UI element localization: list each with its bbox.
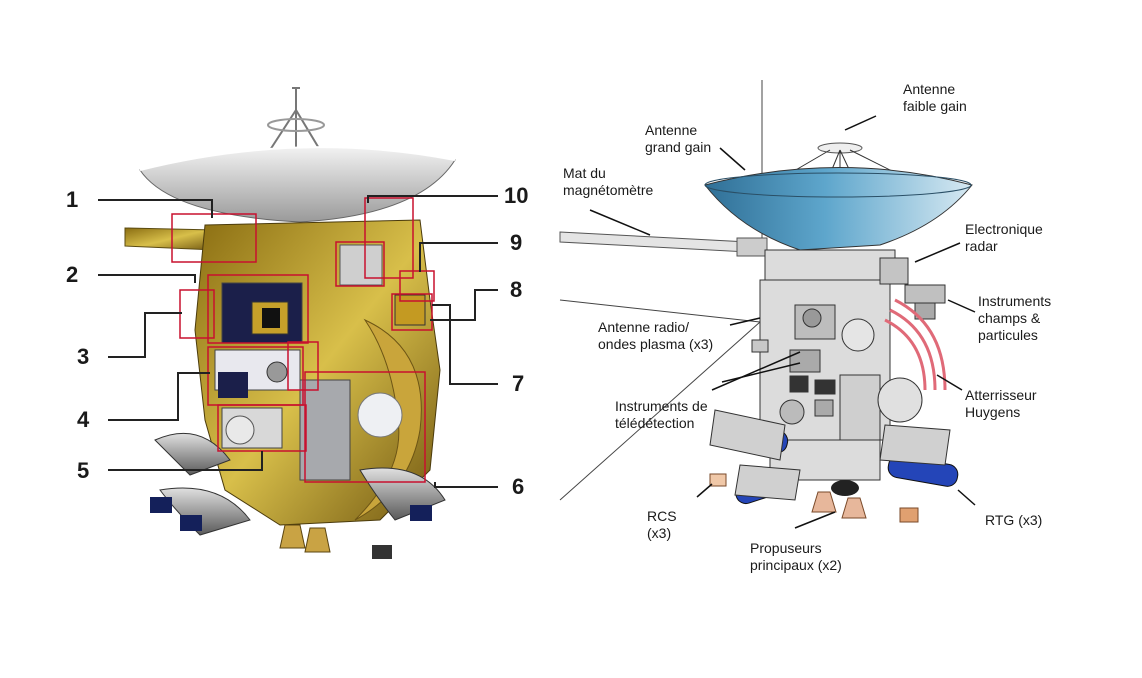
label-rcs-thrusters: RCS(x3) — [647, 508, 677, 541]
left-rtg-1 — [154, 432, 231, 476]
left-boom — [124, 227, 216, 251]
callout-3: 3 — [77, 344, 89, 369]
rtg-units — [709, 409, 959, 505]
left-high-gain-dish — [139, 146, 456, 223]
callout-2: 2 — [66, 262, 78, 287]
callout-5: 5 — [77, 458, 89, 483]
huygens-probe — [884, 298, 947, 391]
left-feed-tower — [267, 87, 325, 151]
left-spacecraft-illustration: 1 2 3 4 5 6 7 8 9 10 — [66, 87, 528, 559]
left-rtg-2 — [159, 487, 251, 536]
callout-4: 4 — [77, 407, 90, 432]
label-radio-plasma-antenna: Antenne radio/ondes plasma (x3) — [598, 319, 713, 352]
high-gain-dish — [704, 167, 973, 251]
label-rtg: RTG (x3) — [985, 512, 1042, 528]
callout-6: 6 — [512, 474, 524, 499]
magnetometer-boom — [559, 231, 749, 253]
callout-7: 7 — [512, 371, 524, 396]
callout-8: 8 — [510, 277, 522, 302]
callout-9: 9 — [510, 230, 522, 255]
right-leader-lines — [589, 115, 976, 529]
callout-10: 10 — [504, 183, 528, 208]
left-leader-lines — [98, 195, 498, 488]
callout-1: 1 — [66, 187, 78, 212]
left-huygens-shield — [354, 318, 422, 521]
